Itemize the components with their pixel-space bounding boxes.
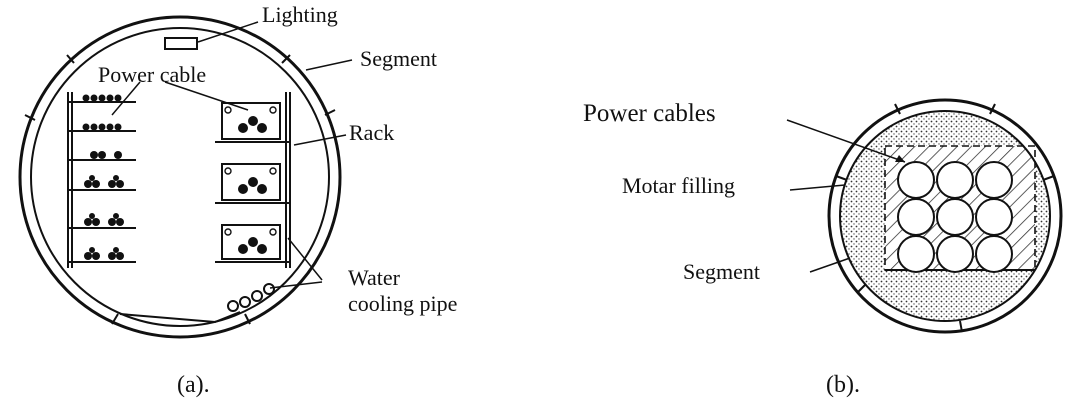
label-segment-a: Segment [360,46,437,71]
power-cable-circle [897,235,935,273]
power-cable-circle [936,198,974,236]
cable-trough [221,102,281,140]
lighting-fixture [164,37,198,50]
power-cables-grid [897,161,1013,273]
power-cable-circle [897,161,935,199]
label-rack: Rack [349,120,394,145]
power-cable-circle [975,198,1013,236]
label-water-cooling-pipe-line2: cooling pipe [348,291,457,316]
label-power-cables: Power cables [583,100,716,127]
label-motar-filling: Motar filling [622,173,735,198]
power-cables-left-rack [82,94,124,260]
cable-group [82,123,122,131]
power-cable-circle [936,161,974,199]
cable-group [82,94,122,102]
figure-b: Power cables Motar filling Segment (b). [583,98,1063,398]
figure-a: Lighting Segment Power cable Rack Water … [18,2,457,398]
cable-troughs-right-rack [221,102,281,260]
leader-lines-b [786,119,906,273]
caption-a: (a). [177,372,210,398]
label-power-cable: Power cable [98,62,206,87]
power-cable-circle [975,161,1013,199]
cable-group [84,213,124,226]
water-cooling-pipes [227,283,275,312]
tunnel-floor [119,311,241,324]
cable-group [84,175,124,188]
tunnel-segment-ring-b [827,98,1063,334]
power-cable-circle [897,198,935,236]
label-water-cooling-pipe-line1: Water [348,265,401,290]
rack-right [215,92,291,268]
cable-trough [221,224,281,260]
tunnel-segment-ring-a [18,15,342,339]
cable-trough [221,163,281,201]
label-lighting: Lighting [262,2,338,27]
cable-group [90,151,122,159]
rack-left [67,92,136,268]
power-cable-circle [936,235,974,273]
label-segment-b: Segment [683,259,760,284]
cable-group [84,247,124,260]
leader-lines-a [111,21,353,289]
power-cable-circle [975,235,1013,273]
caption-b: (b). [826,372,860,398]
